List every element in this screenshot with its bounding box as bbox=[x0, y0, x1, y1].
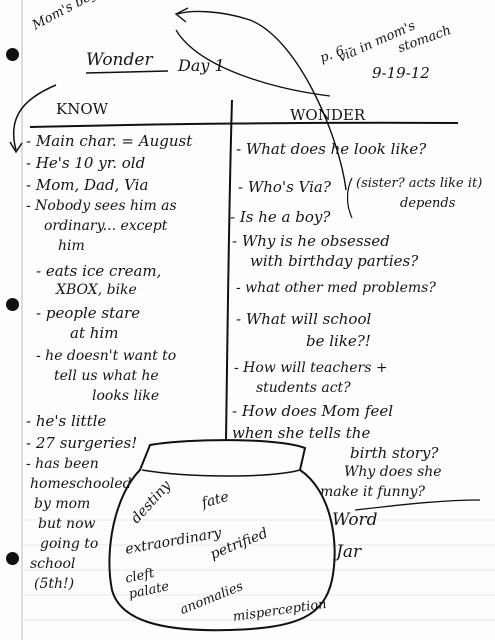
jar-label-word: Word bbox=[332, 510, 378, 530]
know-line: - Main char. = August bbox=[26, 132, 193, 150]
word-jar-outline bbox=[108, 439, 336, 632]
jar-neck bbox=[141, 469, 301, 477]
know-line: going to bbox=[40, 536, 99, 552]
know-line: - Mom, Dad, Via bbox=[26, 176, 149, 194]
wonder-line: (sister? acts like it) bbox=[356, 176, 483, 191]
wonder-line: be like?! bbox=[306, 332, 371, 350]
wonder-line: - Is he a boy? bbox=[230, 208, 331, 226]
know-line: by mom bbox=[34, 496, 91, 512]
know-line: - people stare bbox=[36, 304, 141, 322]
know-line: ordinary... except bbox=[44, 218, 168, 234]
know-line: him bbox=[58, 238, 85, 254]
punch-hole-middle bbox=[6, 298, 19, 311]
wonder-line: - what other med problems? bbox=[236, 280, 436, 296]
know-line: school bbox=[30, 556, 76, 572]
wonder-line: - What will school bbox=[236, 310, 372, 328]
know-line: - 27 surgeries! bbox=[26, 434, 138, 452]
punch-hole-top bbox=[6, 48, 19, 61]
punch-hole-bottom bbox=[6, 552, 19, 565]
know-line: - he doesn't want to bbox=[36, 348, 177, 364]
wonder-line: depends bbox=[400, 196, 456, 211]
day-label: Day 1 bbox=[178, 56, 225, 75]
know-line: - he's little bbox=[26, 412, 107, 430]
arrow-left bbox=[12, 84, 57, 151]
arrow-right bbox=[175, 29, 331, 97]
know-line: (5th!) bbox=[34, 576, 75, 592]
know-line: - He's 10 yr. old bbox=[26, 154, 146, 172]
heading-underline bbox=[29, 121, 459, 128]
wonder-line: - Who's Via? bbox=[238, 178, 331, 196]
wonder-line: birth story? bbox=[350, 444, 439, 462]
ruled-lines bbox=[22, 519, 495, 621]
page-title: Wonder bbox=[86, 50, 153, 70]
know-line: looks like bbox=[92, 388, 160, 404]
wonder-line: make it funny? bbox=[320, 484, 426, 500]
know-line: tell us what he bbox=[54, 368, 159, 384]
wonder-line: - How will teachers + bbox=[234, 360, 388, 376]
wonder-line: - How does Mom feel bbox=[232, 402, 394, 420]
know-line: at him bbox=[70, 324, 119, 342]
know-line: XBOX, bike bbox=[56, 282, 137, 298]
arrow-via bbox=[177, 10, 347, 191]
know-line: - Nobody sees him as bbox=[26, 198, 177, 214]
wonder-line: students act? bbox=[256, 380, 351, 396]
wonder-line: - What does he look like? bbox=[236, 140, 427, 158]
know-line: but now bbox=[38, 516, 96, 532]
know-heading: KNOW bbox=[56, 100, 109, 118]
wonder-heading: WONDER bbox=[290, 106, 366, 124]
column-divider bbox=[225, 99, 233, 441]
jar-pointer-line bbox=[354, 499, 481, 511]
wonder-line: Why does she bbox=[344, 464, 442, 480]
know-line: homeschooled bbox=[30, 476, 132, 492]
wonder-line: - Why is he obsessed bbox=[232, 232, 390, 250]
date: 9-19-12 bbox=[372, 64, 430, 82]
wonder-line: when she tells the bbox=[232, 424, 371, 442]
jar-label-jar: Jar bbox=[336, 542, 362, 562]
know-line: - has been bbox=[26, 456, 99, 472]
title-underline bbox=[85, 70, 169, 74]
wonder-line: with birthday parties? bbox=[250, 252, 419, 270]
know-line: - eats ice cream, bbox=[36, 262, 162, 280]
